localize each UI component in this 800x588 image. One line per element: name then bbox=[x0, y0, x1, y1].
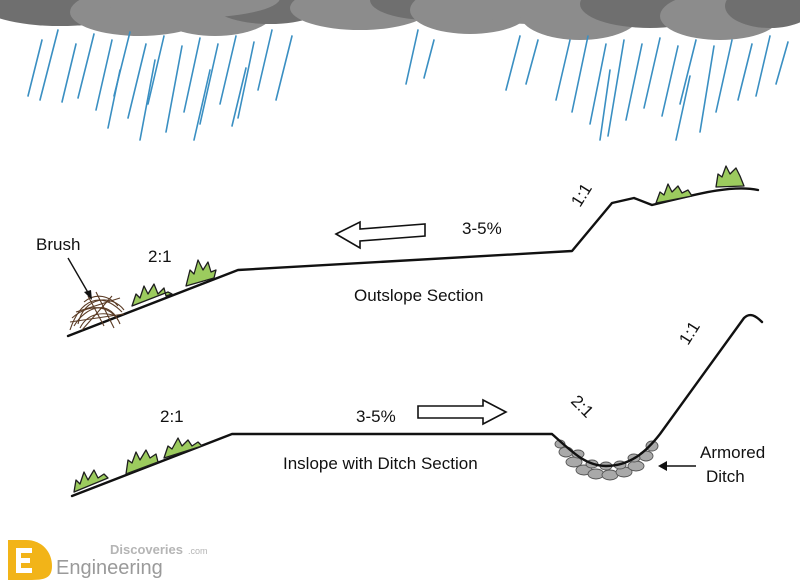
cloud-left bbox=[0, 0, 330, 36]
outslope-cut-ratio-label: 1:1 bbox=[567, 180, 596, 210]
inslope-cut-ratio-label: 1:1 bbox=[675, 318, 704, 348]
outslope-flow-arrow bbox=[334, 220, 426, 250]
outslope-top-bush-1 bbox=[655, 183, 693, 204]
brush-pointer-arrow bbox=[67, 257, 91, 297]
inslope-section-title: Inslope with Ditch Section bbox=[283, 454, 478, 473]
inslope-ditch-ratio-label: 2:1 bbox=[567, 391, 597, 421]
inslope-section: 3-5% 2:1 2:1 1:1 Inslope with Ditch Sect… bbox=[70, 313, 765, 498]
brush-label: Brush bbox=[36, 235, 80, 254]
inslope-fill-ratio-label: 2:1 bbox=[160, 407, 184, 426]
engineering-discoveries-logo bbox=[8, 540, 52, 580]
outslope-bush-2 bbox=[185, 259, 217, 287]
outslope-bush-1 bbox=[131, 283, 173, 307]
storm-clouds bbox=[0, 0, 800, 40]
outslope-section: 3-5% 1:1 2:1 Brush Outslope Section bbox=[36, 165, 760, 338]
outslope-grade-label: 3-5% bbox=[462, 219, 502, 238]
inslope-bush-3 bbox=[163, 437, 203, 459]
armored-ditch-label-line2: Ditch bbox=[706, 467, 745, 486]
armored-ditch-label-line1: Armored bbox=[700, 443, 765, 462]
armored-ditch-rocks bbox=[554, 439, 659, 481]
cloud-right bbox=[520, 0, 800, 40]
watermark-brand-suffix: .com bbox=[188, 546, 208, 556]
watermark-brand-line2: Engineering bbox=[56, 557, 163, 579]
inslope-bush-2 bbox=[125, 449, 159, 475]
watermark: Discoveries .com Engineering bbox=[8, 540, 208, 580]
watermark-brand-line1: Discoveries bbox=[110, 542, 183, 557]
inslope-ground-profile bbox=[70, 313, 764, 498]
rain bbox=[27, 29, 789, 141]
outslope-fill-ratio-label: 2:1 bbox=[148, 247, 172, 266]
brush-arrowhead bbox=[84, 290, 92, 300]
outslope-section-title: Outslope Section bbox=[354, 286, 483, 305]
inslope-bush-1 bbox=[73, 469, 109, 493]
outslope-top-bush-2 bbox=[715, 165, 745, 188]
brush-pile bbox=[69, 291, 125, 331]
inslope-grade-label: 3-5% bbox=[356, 407, 396, 426]
armored-ditch-arrowhead bbox=[658, 461, 667, 471]
inslope-flow-arrow bbox=[417, 398, 508, 426]
